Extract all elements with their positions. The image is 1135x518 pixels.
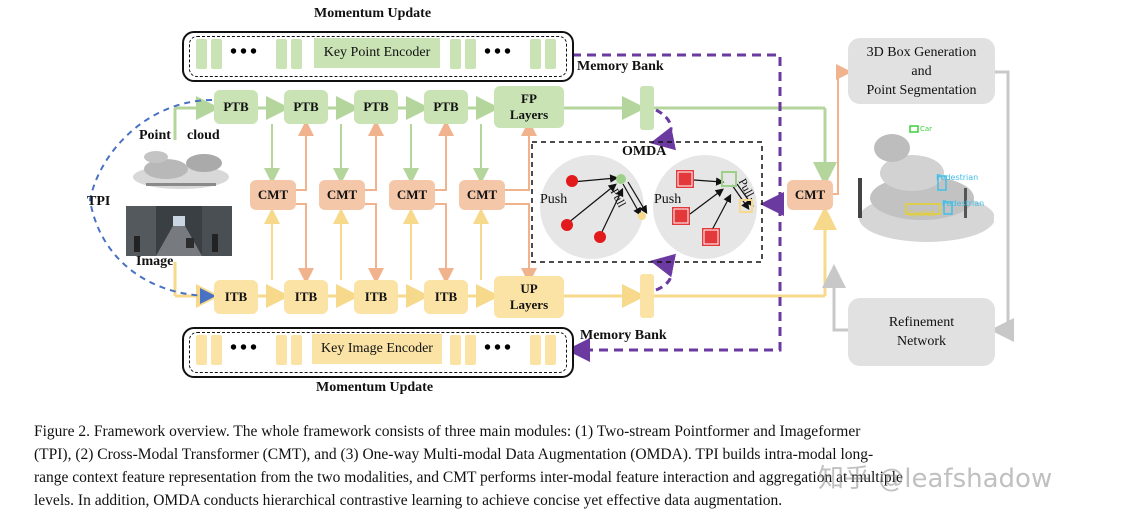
omda-push-right: Push xyxy=(654,192,682,207)
image-label: Image xyxy=(136,254,174,269)
det-label-cyclist: Cyclist xyxy=(908,209,934,218)
caption-line: range context feature representation fro… xyxy=(34,469,903,486)
encoder-bar xyxy=(211,39,222,69)
figure-caption: Figure 2. Framework overview. The whole … xyxy=(34,420,1074,512)
detection-result-thumbnail: Car Pedestrian Pedestrian Cyclist xyxy=(852,118,994,246)
up-layers-block: UP Layers xyxy=(494,276,564,318)
fp-layers-block: FP Layers xyxy=(494,86,564,128)
box-generation-line3: Point Segmentation xyxy=(866,82,977,98)
itb-block: ITB xyxy=(424,280,468,314)
cmt-block: CMT xyxy=(389,180,435,210)
fp-layers-line2: Layers xyxy=(509,107,549,122)
cmt-right-block: CMT xyxy=(787,180,833,210)
itb-block: ITB xyxy=(214,280,258,314)
point-cloud-thumbnail xyxy=(126,145,232,193)
det-label-pedestrian-1: Pedestrian xyxy=(936,173,978,182)
encoder-bar xyxy=(545,39,556,69)
encoder-bar xyxy=(465,335,476,365)
det-label-pedestrian-2: Pedestrian xyxy=(942,199,984,208)
caption-line: Figure 2. Framework overview. The whole … xyxy=(34,423,861,440)
ellipsis-icon: ••• xyxy=(230,41,261,63)
tpi-label: TPI xyxy=(87,194,111,209)
refinement-network-block: Refinement Network xyxy=(848,298,995,366)
ptb-block: PTB xyxy=(284,90,328,124)
encoder-bar xyxy=(211,335,222,365)
encoder-bar xyxy=(276,335,287,365)
box-generation-line1: 3D Box Generation xyxy=(866,44,977,60)
encoder-bar xyxy=(465,39,476,69)
ptb-block: PTB xyxy=(354,90,398,124)
up-layers-line1: UP xyxy=(520,281,538,296)
itb-block: ITB xyxy=(354,280,398,314)
ellipsis-icon: ••• xyxy=(484,41,515,63)
ellipsis-icon: ••• xyxy=(484,337,515,359)
encoder-bar xyxy=(545,335,556,365)
refinement-line2: Network xyxy=(897,334,946,349)
refinement-line1: Refinement xyxy=(888,315,955,330)
encoder-bar xyxy=(196,39,207,69)
cmt-block: CMT xyxy=(250,180,296,210)
caption-line: levels. In addition, OMDA conducts hiera… xyxy=(34,492,783,509)
encoder-bar xyxy=(291,335,302,365)
omda-push-left: Push xyxy=(540,192,568,207)
det-label-car: Car xyxy=(920,125,932,133)
cloud-label: cloud xyxy=(187,128,220,143)
omda-title: OMDA xyxy=(622,144,667,159)
up-layers-line2: Layers xyxy=(509,297,549,312)
watermark: 知乎 @leafshadow xyxy=(818,464,1053,494)
key-image-encoder-box: ••• Key Image Encoder ••• xyxy=(182,327,574,378)
encoder-bar xyxy=(291,39,302,69)
ellipsis-icon: ••• xyxy=(230,337,261,359)
street-image-thumbnail xyxy=(126,206,232,256)
encoder-bar xyxy=(276,39,287,69)
bottom-memory-bank-bar xyxy=(640,274,654,318)
box-generation-block: 3D Box Generation and Point Segmentation xyxy=(848,38,995,104)
key-image-encoder-label: Key Image Encoder xyxy=(312,334,442,364)
ptb-block: PTB xyxy=(214,90,258,124)
key-point-encoder-box: ••• Key Point Encoder ••• xyxy=(182,31,574,82)
itb-block: ITB xyxy=(284,280,328,314)
caption-line: (TPI), (2) Cross-Modal Transformer (CMT)… xyxy=(34,446,874,463)
bottom-memory-bank-label: Memory Bank xyxy=(580,328,667,343)
key-point-encoder-label: Key Point Encoder xyxy=(314,38,440,68)
fp-layers-line1: FP xyxy=(521,91,537,106)
encoder-bar xyxy=(450,39,461,69)
bottom-momentum-update-label: Momentum Update xyxy=(316,380,434,395)
encoder-bar xyxy=(530,39,541,69)
ptb-block: PTB xyxy=(424,90,468,124)
encoder-bar xyxy=(450,335,461,365)
top-memory-bank-label: Memory Bank xyxy=(577,59,664,74)
top-memory-bank-bar xyxy=(640,86,654,130)
cmt-block: CMT xyxy=(319,180,365,210)
connector-lines xyxy=(88,53,1014,362)
cmt-block: CMT xyxy=(459,180,505,210)
top-momentum-update-label: Momentum Update xyxy=(314,6,432,21)
encoder-bar xyxy=(196,335,207,365)
box-generation-line2: and xyxy=(911,63,932,79)
point-label: Point xyxy=(139,128,171,143)
encoder-bar xyxy=(530,335,541,365)
